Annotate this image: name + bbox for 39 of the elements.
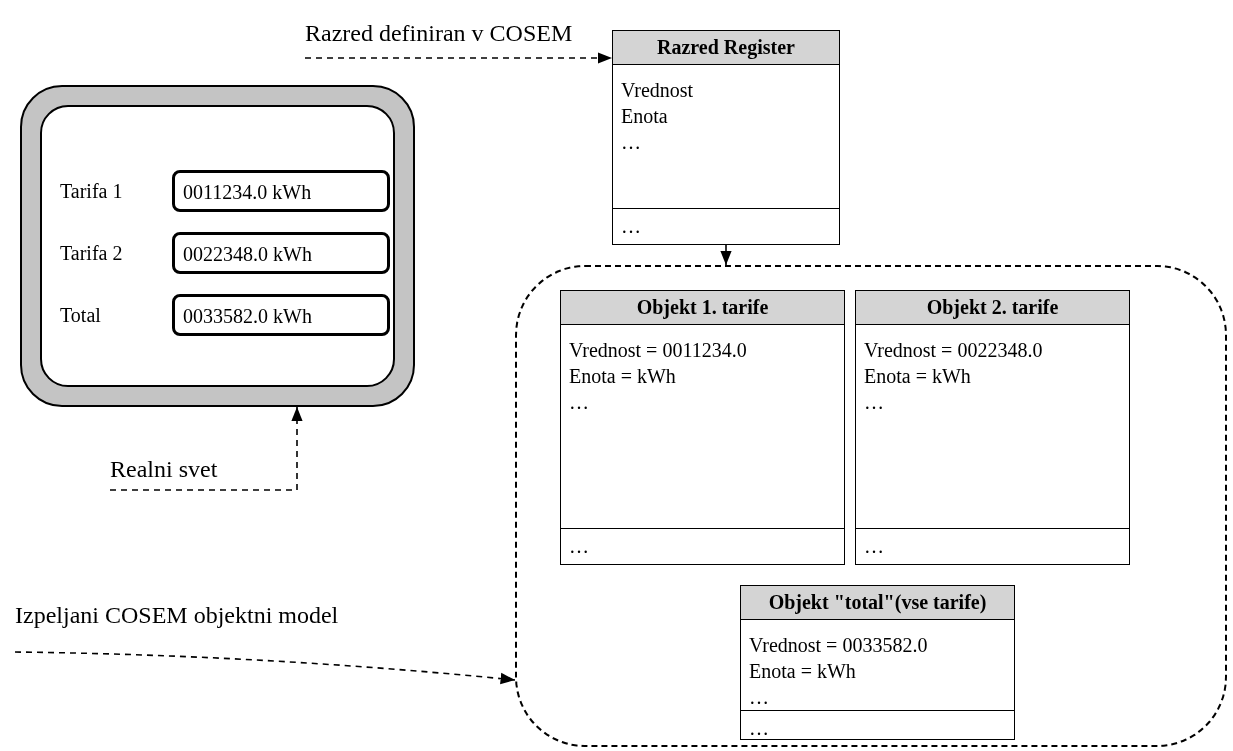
class-header: Objekt 1. tarife (561, 291, 844, 325)
attribute-text: … (748, 685, 770, 710)
attribute-text: Vrednost = 0033582.0 (748, 633, 929, 658)
meter-display-frame (20, 85, 415, 407)
class-box (855, 290, 1130, 565)
method-text: … (561, 528, 844, 564)
row-label: Tarifa 1 (60, 180, 123, 203)
class-box (560, 290, 845, 565)
attribute-text: Enota = kWh (863, 364, 972, 389)
method-text: … (856, 528, 1129, 564)
class-header: Razred Register (613, 31, 839, 65)
dashed-group-boundary (515, 265, 1227, 747)
row-label: Tarifa 2 (60, 242, 123, 265)
attribute-text: … (568, 390, 590, 415)
attribute-text: Vrednost = 0011234.0 (568, 338, 748, 363)
attribute-text: Enota (620, 104, 669, 129)
arrow (14, 651, 516, 685)
annotation-text: Izpeljani COSEM objektni model (15, 598, 405, 640)
attribute-text: Enota = kWh (748, 659, 857, 684)
reading-field: 0022348.0 kWh (172, 232, 390, 274)
attribute-text: … (620, 130, 642, 155)
annotation-text: Razred definiran v COSEM (305, 16, 605, 58)
class-box (740, 585, 1015, 740)
reading-field: 0011234.0 kWh (172, 170, 390, 212)
arrow (720, 244, 732, 266)
arrow (304, 52, 613, 64)
attribute-text: … (863, 390, 885, 415)
attribute-text: Enota = kWh (568, 364, 677, 389)
annotation-text: Realni svet (110, 452, 270, 490)
class-box (612, 30, 840, 245)
attribute-text: Vrednost = 0022348.0 (863, 338, 1044, 363)
method-text: … (741, 710, 1014, 746)
reading-field: 0033582.0 kWh (172, 294, 390, 336)
row-label: Total (60, 304, 101, 327)
class-header: Objekt "total"(vse tarife) (741, 586, 1014, 620)
method-text: … (613, 208, 839, 244)
attribute-text: Vrednost (620, 78, 695, 103)
arrow (109, 406, 303, 491)
class-header: Objekt 2. tarife (856, 291, 1129, 325)
